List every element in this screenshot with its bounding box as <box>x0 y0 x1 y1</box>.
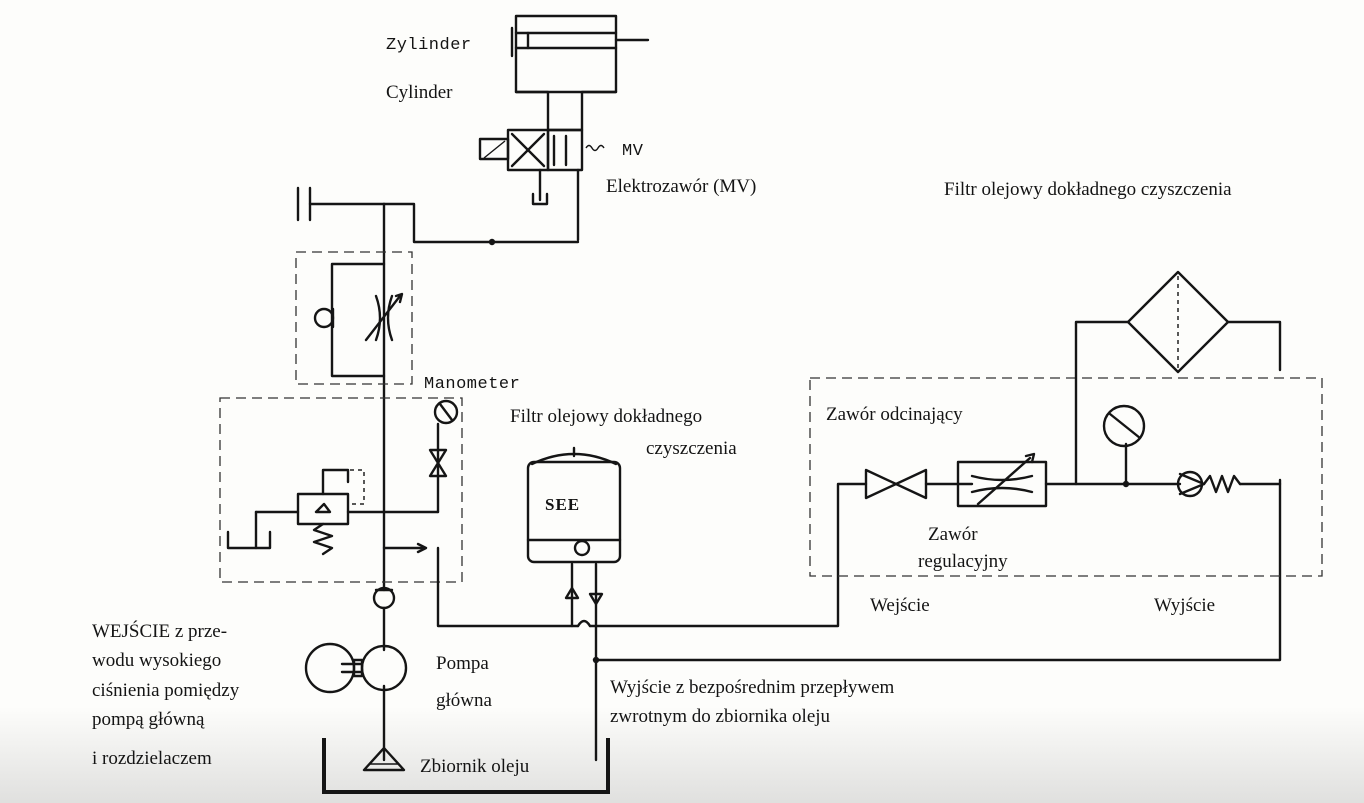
label-cylinder: Cylinder <box>386 82 453 103</box>
label-filtr-top: Filtr olejowy dokładnego czyszczenia <box>944 179 1232 200</box>
label-zawor-odcinajacy: Zawór odcinający <box>826 404 963 425</box>
label-mv: MV <box>622 142 644 161</box>
label-elektrozawor: Elektrozawór (MV) <box>606 176 756 197</box>
label-zawor-reg-1: Zawór <box>928 524 978 545</box>
label-wejscie-hp-4: pompą główną <box>92 709 205 730</box>
check-valve-icon <box>372 586 396 610</box>
relief-valve-icon <box>219 397 463 583</box>
label-see: SEE <box>545 495 580 514</box>
pump-icon <box>304 642 408 694</box>
pressure-line <box>296 186 580 762</box>
label-pompa-2: główna <box>436 690 493 711</box>
oil-tank-icon <box>322 738 610 794</box>
label-manometer: Manometer <box>424 375 520 394</box>
label-wejscie-hp-1: WEJŚCIE z prze- <box>92 620 227 642</box>
shutoff-valve-icon <box>864 468 960 500</box>
right-control-block <box>809 377 1323 577</box>
return-lines <box>436 478 1282 762</box>
throttle-valve-icon <box>295 251 413 385</box>
label-wyjscie-zwrot-1: Wyjście z bezpośrednim przepływem <box>610 677 894 698</box>
label-wejscie-hp-5: i rozdzielaczem <box>92 748 212 769</box>
label-filtr-mid-1: Filtr olejowy dokładnego <box>510 406 702 427</box>
solenoid-valve-icon <box>478 128 605 242</box>
label-zylinder: Zylinder <box>386 36 472 55</box>
suction-strainer-icon <box>362 746 406 772</box>
label-wejscie: Wejście <box>870 595 930 616</box>
label-wyjscie-zwrot-2: zwrotnym do zbiornika oleju <box>610 706 831 727</box>
filter-unit-icon <box>526 446 622 564</box>
label-zawor-reg-2: regulacyjny <box>918 551 1008 572</box>
label-wejscie-hp-3: ciśnienia pomiędzy <box>92 680 240 701</box>
filter-element-icon <box>1074 270 1282 486</box>
pressure-gauge-icon <box>1102 404 1146 488</box>
label-filtr-mid-2: czyszczenia <box>646 438 737 459</box>
label-wyjscie: Wyjście <box>1154 595 1215 616</box>
label-wejscie-hp-2: wodu wysokiego <box>92 650 221 671</box>
cylinder-icon <box>510 14 650 132</box>
label-pompa-1: Pompa <box>436 653 489 674</box>
label-zbiornik: Zbiornik oleju <box>420 756 530 777</box>
check-valve-icon <box>1176 470 1282 498</box>
flow-control-valve-icon <box>956 452 1182 508</box>
